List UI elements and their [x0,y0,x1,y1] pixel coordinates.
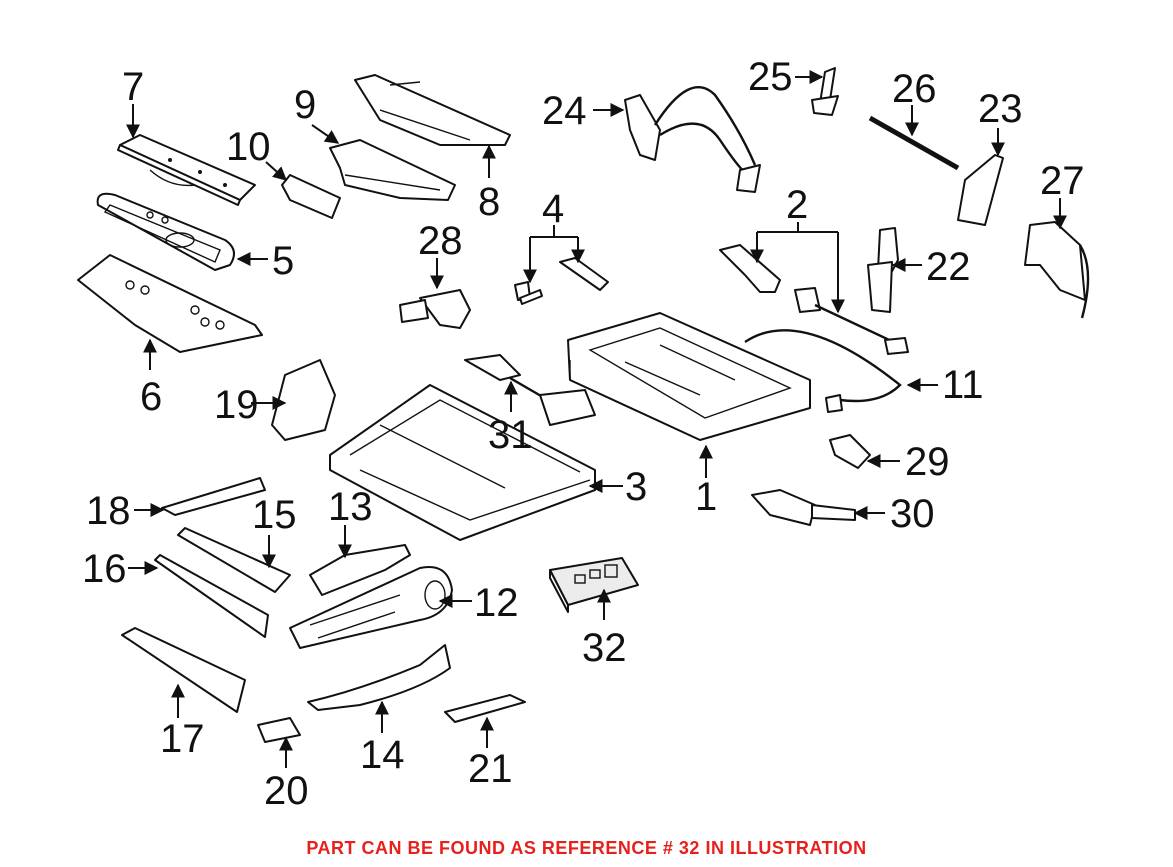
part-30-actuator [751,489,856,526]
callout-12: 12 [474,581,519,625]
callout-29: 29 [905,440,950,484]
callout-16: 16 [82,547,127,591]
callout-31: 31 [488,413,533,457]
callout-6: 6 [140,375,162,419]
callout-26: 26 [892,67,937,111]
callout-18: 18 [86,489,131,533]
callout-24: 24 [542,89,587,133]
callout-30: 30 [890,492,935,536]
part-5-pad [96,192,235,271]
part-29-sensor [829,434,871,469]
callout-32: 32 [582,626,627,670]
callout-19: 19 [214,383,259,427]
part-8-rail [354,74,511,146]
callout-17: 17 [160,717,205,761]
part-6-plate [77,254,263,353]
callout-11: 11 [942,363,984,407]
callout-15: 15 [252,493,297,537]
part-21-strip [444,694,526,723]
leader-lines [126,70,1067,768]
callout-20: 20 [264,769,309,813]
callout-8: 8 [478,180,500,224]
part-2-cables [719,244,909,355]
callout-1: 1 [695,475,717,519]
callout-25: 25 [748,55,793,99]
part-11-cable [744,329,902,413]
callout-22: 22 [926,245,971,289]
callout-9: 9 [294,83,316,127]
callout-2: 2 [786,183,808,227]
part-17-panel [121,627,246,713]
callout-4: 4 [542,187,564,231]
part-26-rod [868,115,960,171]
callout-10: 10 [226,125,271,169]
part-18-trim [161,477,266,516]
part-15-trim [177,527,291,593]
part-20-cap [257,717,301,743]
part-10-clip [281,174,341,219]
part-23-motor [957,154,1004,226]
part-31-sensor [464,354,596,426]
part-27-frame [1024,221,1090,319]
part-4-screws [514,257,609,305]
part-14-trim [307,644,451,711]
part-9-bracket [329,139,456,201]
callout-7: 7 [122,65,144,109]
callout-5: 5 [272,239,294,283]
part-19-cover [271,359,336,441]
callout-21: 21 [468,747,513,791]
part-1-seat-frame [567,312,811,441]
part-22-knob [867,227,899,313]
reference-caption: PART CAN BE FOUND AS REFERENCE # 32 IN I… [306,838,867,858]
callout-27: 27 [1040,159,1085,203]
part-16-trim [154,554,269,638]
part-25-bolt [811,67,839,116]
callout-14: 14 [360,733,405,777]
part-24-harness [624,86,761,193]
callout-labels: 7 5 6 10 9 8 24 25 26 23 27 4 2 22 28 11… [82,55,1085,813]
callout-3: 3 [625,465,647,509]
callout-13: 13 [328,485,373,529]
callout-23: 23 [978,87,1023,131]
part-28-valve [399,289,471,329]
part-32-switch [549,557,639,613]
part-12-side-cover [289,566,453,649]
callout-28: 28 [418,219,463,263]
